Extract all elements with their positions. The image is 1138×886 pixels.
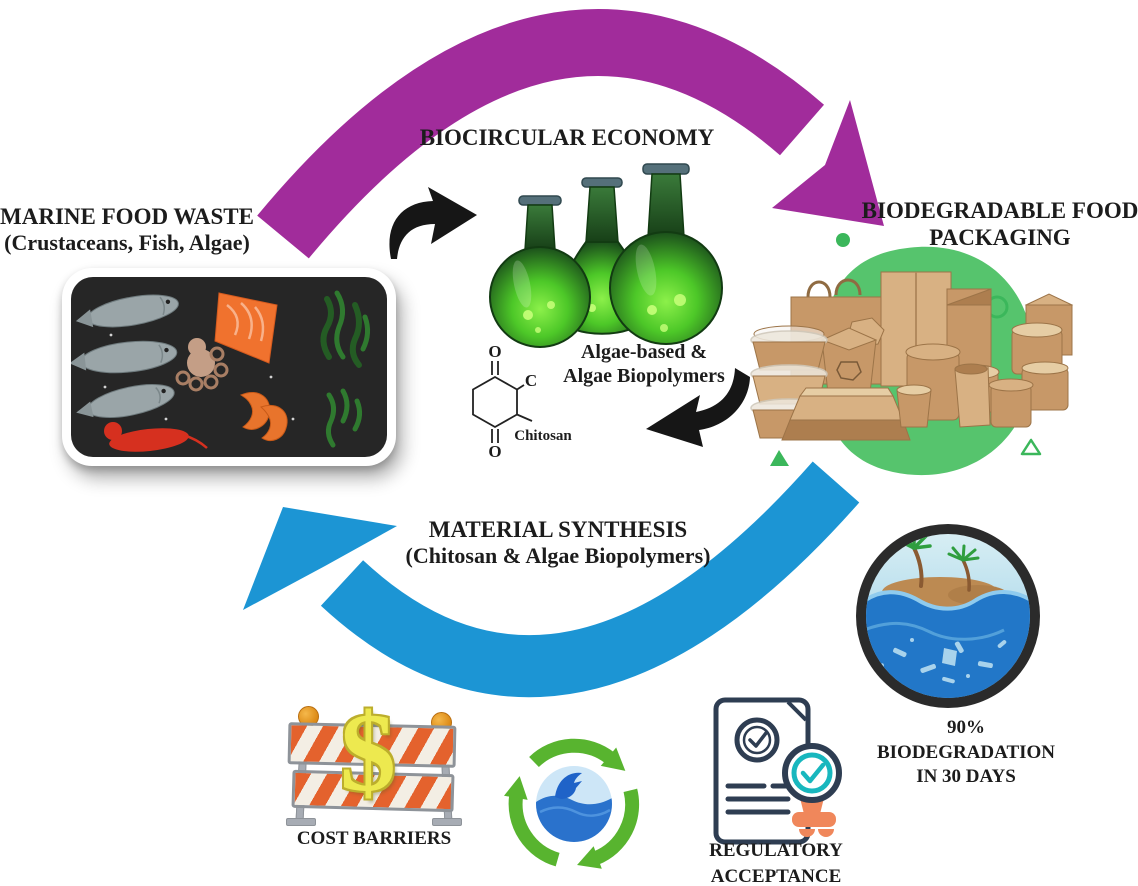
synthesis-title-line1: MATERIAL SYNTHESIS — [428, 517, 688, 542]
seafood-photo-art — [71, 290, 371, 452]
fry-cup — [954, 365, 991, 428]
packaging-title-line2: PACKAGING — [929, 225, 1071, 251]
barrier-foot — [286, 818, 316, 826]
regulatory-document-icon — [713, 697, 842, 845]
marine-title-line2: (Crustaceans, Fish, Algae) — [4, 230, 250, 256]
flask-caption-line2: Algae Biopolymers — [563, 364, 725, 387]
lobster — [104, 422, 208, 452]
deco-dot — [836, 233, 850, 247]
marine-title: MARINE FOOD WASTE (Crustaceans, Fish, Al… — [0, 203, 254, 256]
deco-triangle-filled — [770, 450, 789, 466]
blue-cycle-arrow — [243, 461, 860, 698]
tray-box — [781, 419, 911, 441]
chitosan-label: Chitosan — [514, 428, 572, 444]
biodegradation-line2: BIODEGRADATION — [876, 741, 1056, 763]
paper-cup — [896, 389, 932, 428]
flask-right — [609, 163, 723, 345]
seafood-photo-content — [71, 277, 387, 457]
fish — [71, 294, 179, 418]
biodegradation-line3: IN 30 DAYS — [916, 766, 1016, 788]
salt-specks — [103, 333, 295, 421]
packaging-title: BIODEGRADABLE FOOD PACKAGING — [862, 197, 1138, 251]
atom-label-o-top: O — [488, 342, 502, 361]
atom-label-o-bottom: O — [488, 442, 502, 461]
salmon-fillet — [214, 292, 278, 364]
cost-barriers-label: COST BARRIERS — [296, 828, 452, 849]
dollar-sign: $ — [340, 691, 396, 815]
marine-title-line1: MARINE FOOD WASTE — [0, 204, 254, 229]
deco-triangle-outline — [1020, 438, 1042, 456]
biodegradation-line1: 90% — [947, 717, 985, 738]
palm-tree-icon — [947, 544, 980, 592]
ocean-wave — [866, 592, 1030, 698]
marine-food-waste-photo — [62, 268, 396, 466]
shrimp — [239, 392, 288, 442]
packaging-title-line1: BIODEGRADABLE FOOD — [861, 198, 1138, 223]
recycle-dolphin-icon — [503, 738, 640, 869]
black-arrow-to-flasks — [389, 187, 477, 259]
biodegradation-caption: 90% BIODEGRADATION IN 30 DAYS — [877, 716, 1055, 790]
regulatory-line2: ACCEPTANCE — [710, 865, 842, 886]
purple-cycle-arrow — [257, 9, 884, 259]
flask-caption-line1: Algae-based & — [580, 341, 708, 363]
regulatory-line1: REGULATORY — [709, 840, 843, 861]
tray-box — [789, 395, 904, 421]
cycle-title: BIOCIRCULAR ECONOMY — [419, 125, 715, 150]
flasks-illustration — [489, 163, 723, 348]
dolphin-icon — [555, 772, 582, 799]
barrier-foot — [432, 818, 462, 826]
cost-barrier-illustration: $ — [286, 691, 462, 830]
chitosan-structure — [472, 361, 533, 443]
ocean-circle-illustration — [856, 524, 1040, 708]
black-arrow-to-synthesis — [646, 368, 750, 447]
plastic-debris — [873, 638, 1007, 684]
synthesis-title: MATERIAL SYNTHESIS (Chitosan & Algae Bio… — [406, 516, 711, 569]
approval-magnifier-icon — [782, 743, 842, 837]
synthesis-title-line2: (Chitosan & Algae Biopolymers) — [405, 543, 711, 569]
packaging-illustration — [750, 233, 1074, 476]
regulatory-label: REGULATORY ACCEPTANCE — [709, 838, 843, 886]
seaweed — [320, 290, 371, 448]
flask-caption: Algae-based & Algae Biopolymers — [563, 341, 725, 388]
atom-label-c: C — [524, 371, 538, 390]
flask-left — [489, 195, 591, 348]
recycle-arrows — [503, 738, 640, 869]
octopus — [175, 338, 229, 392]
